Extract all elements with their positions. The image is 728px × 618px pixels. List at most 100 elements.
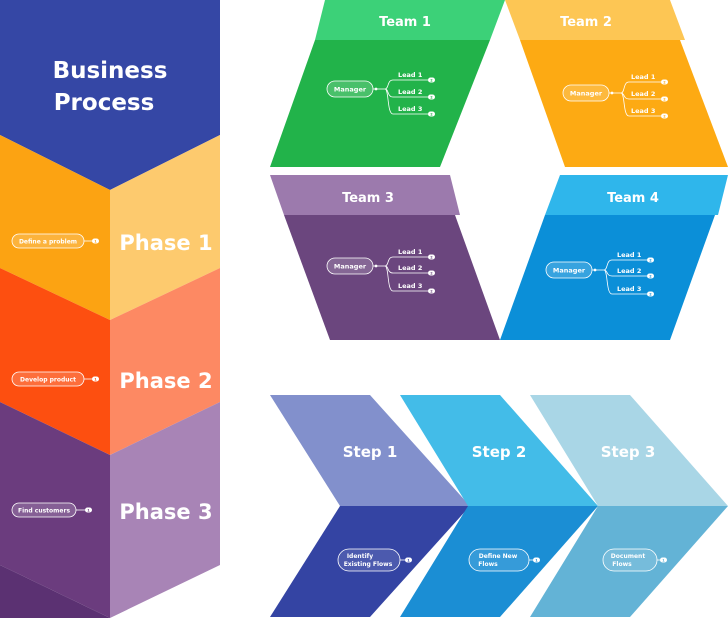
team-4-lead-1[interactable]: Lead 1 2 <box>617 251 654 263</box>
svg-text:1: 1 <box>662 558 665 562</box>
phase-3-band <box>0 402 220 618</box>
steps-diagram: Step 1 Step 2 Step 3 Identify Existing F… <box>270 395 728 617</box>
svg-text:Lead 2: Lead 2 <box>617 267 641 275</box>
svg-text:Lead 2: Lead 2 <box>631 90 655 98</box>
team-3-lead-3[interactable]: Lead 3 2 <box>398 282 435 294</box>
svg-text:2: 2 <box>663 114 666 118</box>
svg-text:Lead 3: Lead 3 <box>617 285 641 293</box>
team-1-lead-2-badge: 2 <box>428 94 435 100</box>
team-2-lead-3-badge: 2 <box>661 113 668 119</box>
step-2-label: Step 2 <box>472 443 527 461</box>
team-3-lead-1[interactable]: Lead 1 2 <box>398 248 435 260</box>
team-2-lead-2-badge: 2 <box>661 96 668 102</box>
svg-text:Lead 1: Lead 1 <box>617 251 642 259</box>
team-3-lead-1-badge: 2 <box>428 254 435 260</box>
team-1-lead-1-badge: 2 <box>428 77 435 83</box>
svg-text:Manager: Manager <box>553 266 586 274</box>
step-1-badge <box>405 557 412 563</box>
team-3-lead-2[interactable]: Lead 2 2 <box>398 264 435 276</box>
team-4-lead-2[interactable]: Lead 22 <box>617 267 654 279</box>
phase-1-badge <box>92 238 99 244</box>
step-3-badge <box>660 557 667 563</box>
svg-text:1: 1 <box>94 239 97 243</box>
svg-text:Lead 2: Lead 2 <box>398 88 422 96</box>
phase-3-label: Phase 3 <box>119 500 212 524</box>
step-2-topic[interactable]: Define New Flows 1 <box>468 548 540 572</box>
phase-1-label: Phase 1 <box>119 231 212 255</box>
svg-text:2: 2 <box>663 97 666 101</box>
svg-text:2: 2 <box>649 292 652 296</box>
team-4-lead-3-badge: 2 <box>647 291 654 297</box>
team-2-lead-2[interactable]: Lead 2 2 <box>631 90 668 102</box>
team-2-lead-1-badge: 2 <box>661 79 668 85</box>
team-1-lead-1[interactable]: Lead 1 2 <box>398 71 435 83</box>
phase-2-badge <box>92 376 99 382</box>
svg-text:2: 2 <box>430 255 433 259</box>
phase-2-band <box>0 268 220 455</box>
phase-3-topic[interactable]: Find customers 1 <box>11 502 92 518</box>
svg-text:1: 1 <box>94 377 97 381</box>
svg-text:Lead 3: Lead 3 <box>398 282 422 290</box>
svg-text:1: 1 <box>87 508 90 512</box>
team-3-lead-2-badge: 2 <box>428 270 435 276</box>
svg-text:Lead 2: Lead 2 <box>398 264 422 272</box>
svg-text:Flows: Flows <box>478 561 498 568</box>
business-process-column: Business Process Phase 1 Phase 2 Phase 3… <box>0 0 220 618</box>
team-4-title: Team 4 <box>607 191 659 206</box>
team-1-lead-3-badge: 2 <box>428 111 435 117</box>
team-3-lead-3-badge: 2 <box>428 288 435 294</box>
svg-text:Document: Document <box>611 553 646 560</box>
svg-text:2: 2 <box>430 78 433 82</box>
step-2-badge <box>533 557 540 563</box>
step-3-topic[interactable]: Document Flows 1 <box>602 548 667 572</box>
svg-text:Lead 1: Lead 1 <box>398 71 423 79</box>
svg-text:2: 2 <box>430 112 433 116</box>
title-block <box>0 0 220 190</box>
svg-text:Lead 3: Lead 3 <box>631 107 655 115</box>
svg-text:2: 2 <box>430 271 433 275</box>
phase-2-topic[interactable]: Develop product 1 <box>11 371 99 387</box>
team-4-manager-node[interactable]: Manager <box>545 261 593 279</box>
svg-text:Manager: Manager <box>334 262 367 270</box>
svg-text:Lead 1: Lead 1 <box>398 248 423 256</box>
team-2-manager-node[interactable]: Manager <box>562 84 610 102</box>
team-2-lead-3[interactable]: Lead 3 2 <box>631 107 668 119</box>
phase-3-badge <box>85 507 92 513</box>
team-1-card: Team 1 <box>270 0 505 167</box>
svg-text:Flows: Flows <box>612 561 632 568</box>
team-2-card: Team 2 <box>505 0 728 167</box>
team-3-manager-node[interactable]: Manager <box>326 257 374 275</box>
title-line-1: Business <box>53 58 168 84</box>
svg-text:2: 2 <box>663 80 666 84</box>
svg-text:Lead 1: Lead 1 <box>631 73 656 81</box>
svg-text:2: 2 <box>649 258 652 262</box>
team-1-manager-node[interactable]: Manager <box>326 80 374 98</box>
svg-text:Manager: Manager <box>334 85 367 93</box>
step-1-chevron: Step 1 <box>270 395 470 617</box>
phase-1-band <box>0 135 220 320</box>
svg-text:Existing Flows: Existing Flows <box>344 561 393 568</box>
team-4-lead-3[interactable]: Lead 3 2 <box>617 285 654 297</box>
step-1-topic[interactable]: Identify Existing Flows 1 <box>337 548 412 572</box>
step-2-chevron: Step 2 <box>400 395 598 617</box>
team-1-lead-3[interactable]: Lead 32 <box>398 105 435 117</box>
svg-text:Manager: Manager <box>570 89 603 97</box>
svg-text:2: 2 <box>430 95 433 99</box>
step-3-label: Step 3 <box>601 443 656 461</box>
svg-text:Define a problem: Define a problem <box>19 239 77 246</box>
team-3-card: Team 3 <box>270 175 500 340</box>
team-2-lead-1[interactable]: Lead 1 2 <box>631 73 668 85</box>
team-1-lead-2[interactable]: Lead 2 2 <box>398 88 435 100</box>
phase-1-topic[interactable]: Define a problem 1 <box>11 233 99 249</box>
teams-diagram: Team 1 Team 2 Team 3 Team 4 ManagerLead … <box>270 0 728 340</box>
svg-text:1: 1 <box>535 558 538 562</box>
step-3-chevron: Step 3 <box>530 395 728 617</box>
phase-2-label: Phase 2 <box>119 369 212 393</box>
svg-text:Identify: Identify <box>347 553 373 560</box>
title-line-2: Process <box>54 90 155 116</box>
